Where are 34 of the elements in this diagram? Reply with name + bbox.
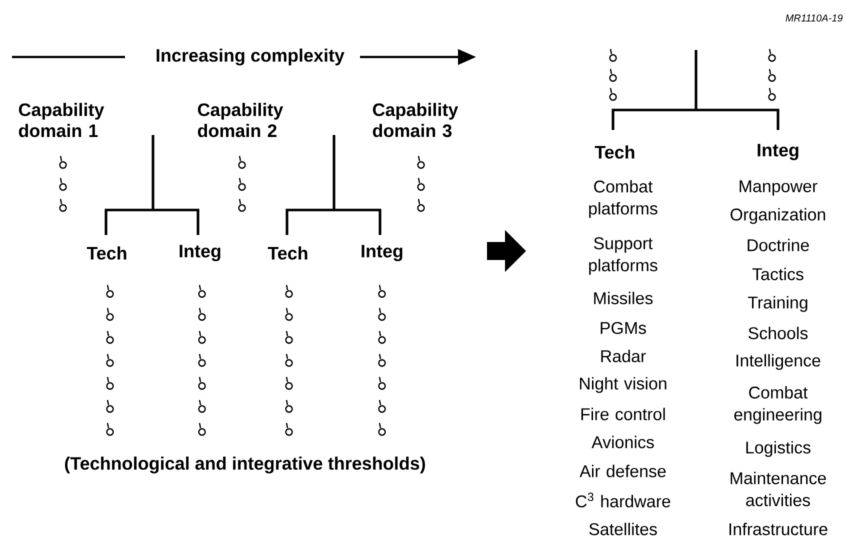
column-heading: Tech [594, 145, 634, 159]
list-item: PGMs [600, 322, 646, 334]
branch-label: Tech [268, 246, 308, 260]
list-item: Maintenance activities [730, 472, 826, 506]
domain-heading: Capability domain 2 [198, 102, 284, 138]
list-item: Night vision [580, 377, 666, 393]
list-item: Radar [601, 350, 646, 362]
list-item: Air defense [580, 464, 666, 478]
list-item: Schools [748, 326, 808, 340]
figure-number: MR1110A-19 [786, 14, 843, 22]
list-item: Satellites [589, 522, 657, 536]
domain-heading: Capability domain 1 [18, 102, 104, 138]
list-item: Avionics [592, 436, 654, 448]
list-item: Manpower [740, 180, 818, 196]
branch-label: Integ [180, 244, 220, 262]
list-item: Infrastructure [730, 522, 828, 536]
list-item: Missiles [594, 292, 653, 304]
list-item: Combat platforms [589, 180, 658, 218]
list-item: Organization [730, 208, 826, 224]
list-item: Intelligence [736, 354, 820, 370]
branch-label: Integ [362, 244, 402, 262]
column-heading: Integ [758, 144, 798, 160]
list-item: Doctrine [748, 238, 809, 252]
branch-label: Tech [86, 246, 126, 260]
list-item: Tactics [752, 268, 804, 280]
list-item: Training [748, 296, 808, 312]
list-item: Fire control [581, 408, 665, 420]
list-item: Combat engineering [734, 386, 822, 424]
caption-text: (Technological and integrative thresholds) [65, 456, 425, 474]
list-item: Logistics [746, 441, 810, 457]
domain-heading: Capability domain 3 [372, 102, 458, 138]
list-item: C$^{3}$ hardware [576, 492, 670, 508]
axis-label: Increasing complexity [156, 48, 344, 66]
list-item: Support platforms [589, 237, 658, 275]
